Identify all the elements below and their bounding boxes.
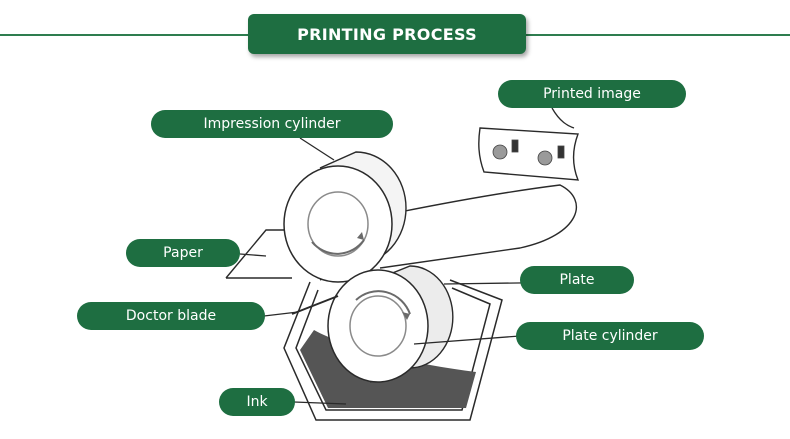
doctor-blade <box>291 295 339 315</box>
label-plate-cylinder: Plate cylinder <box>516 322 704 350</box>
printed-sheet <box>478 127 580 181</box>
label-impression-cylinder: Impression cylinder <box>151 110 393 138</box>
label-plate: Plate <box>520 266 634 294</box>
page-title: PRINTING PROCESS <box>248 14 526 54</box>
plate-cylinder <box>327 265 454 383</box>
ink-tray <box>283 279 503 421</box>
label-paper: Paper <box>126 239 240 267</box>
label-doctor-blade: Doctor blade <box>77 302 265 330</box>
printed-faces <box>492 139 565 166</box>
header-rule-right <box>524 34 790 36</box>
impression-cylinder <box>283 151 407 283</box>
label-printed-image: Printed image <box>498 80 686 108</box>
header-rule-left <box>0 34 250 36</box>
label-ink: Ink <box>219 388 295 416</box>
